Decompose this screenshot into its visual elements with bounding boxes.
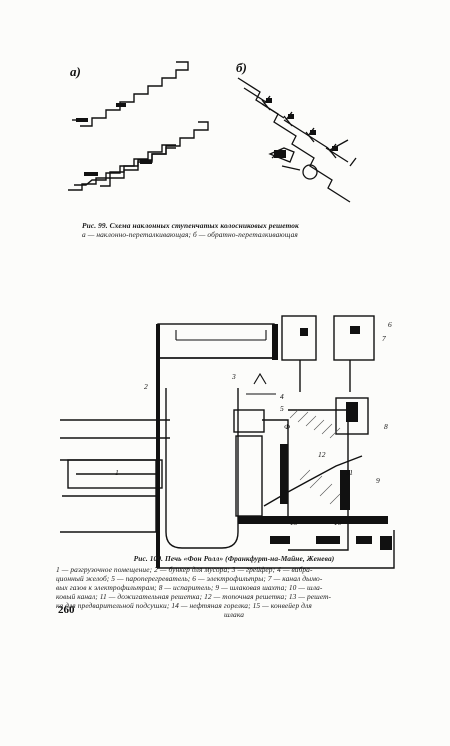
figure-100-caption-title: Рис. 100. Печь «Фон Ролл» (Франкфурт-на-… bbox=[133, 554, 335, 563]
callout-9: 9 bbox=[376, 476, 380, 485]
figure-100-legend-line: 1 — разгрузочное помещение; 2 — бункер д… bbox=[56, 565, 313, 574]
callout-2: 2 bbox=[144, 382, 148, 391]
callout-7: 7 bbox=[382, 334, 386, 343]
figure-99-caption: Рис. 99. Схема наклонных ступенчатых кол… bbox=[82, 221, 402, 239]
figure-100: 1 2 3 4 5 6 7 8 9 10 11 12 13 Ф Рис. 100… bbox=[0, 300, 450, 620]
figure-100-caption: Рис. 100. Печь «Фон Ролл» (Франкфурт-на-… bbox=[56, 554, 412, 619]
grate-diagram-a bbox=[68, 61, 209, 191]
figure-100-legend-line: ционный желоб; 5 — пароперегреватель; 6 … bbox=[56, 574, 323, 583]
callout-14: Ф bbox=[284, 422, 291, 431]
callout-3: 3 bbox=[232, 372, 236, 381]
callout-1: 1 bbox=[115, 468, 119, 477]
figure-99b-label: б) bbox=[236, 60, 247, 75]
page-number: 260 bbox=[58, 604, 75, 616]
figure-99a-label: а) bbox=[70, 64, 81, 79]
callout-4: 4 bbox=[280, 392, 284, 401]
callout-5: 5 bbox=[280, 404, 284, 413]
figure-100-legend-line: шлака bbox=[223, 610, 245, 619]
callout-12: 12 bbox=[318, 450, 326, 459]
figure-99-caption-legend: а — наклонно-переталкивающая; б — обратн… bbox=[82, 230, 298, 239]
figure-100-legend-line: ковый канал; 11 — дожигательная решетка;… bbox=[56, 592, 332, 601]
callout-6: 6 bbox=[388, 320, 392, 329]
figure-99: а) б) bbox=[0, 0, 450, 250]
incinerator-diagram bbox=[60, 315, 395, 569]
figure-99-caption-title: Рис. 99. Схема наклонных ступенчатых кол… bbox=[82, 221, 299, 230]
callout-10: 10 bbox=[334, 518, 342, 527]
figure-100-legend-line: ка для предварительной подсушки; 14 — не… bbox=[56, 601, 312, 610]
callout-13: 13 bbox=[290, 518, 298, 527]
figure-100-legend-line: вых газов к электрофильтрам; 8 — испарит… bbox=[56, 583, 323, 592]
callout-11: 11 bbox=[346, 468, 353, 477]
callout-8: 8 bbox=[384, 422, 388, 431]
grate-diagram-b bbox=[237, 77, 357, 203]
